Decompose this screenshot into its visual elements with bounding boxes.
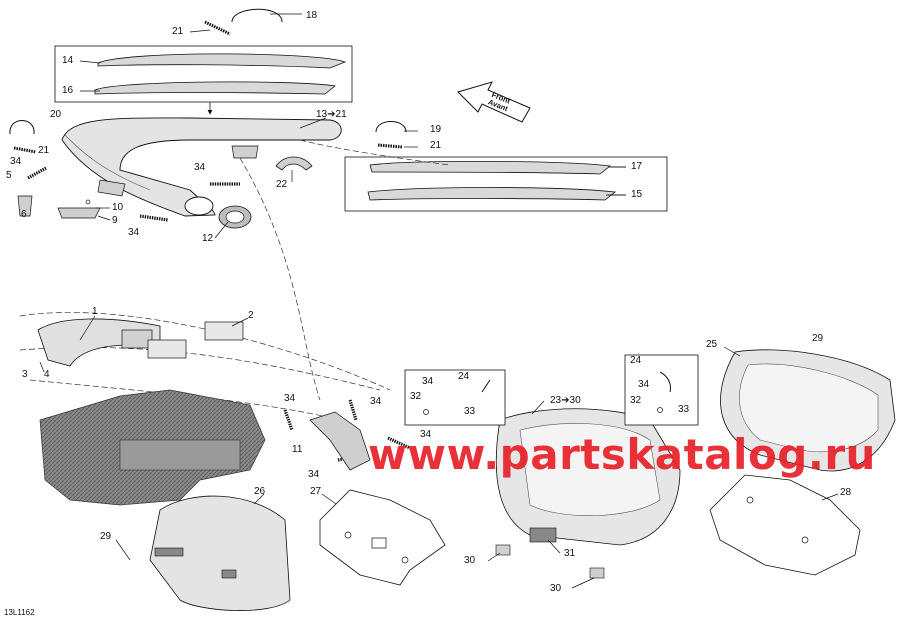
callout-28: 28	[840, 487, 852, 498]
ring-clamp-19	[375, 121, 407, 149]
muffler-housing-23	[495, 408, 681, 579]
callout-34: 34	[128, 227, 140, 238]
callout-10: 10	[112, 202, 124, 213]
callout-34: 34	[10, 156, 22, 167]
heat-shield-28	[709, 474, 861, 576]
spring-21-top	[189, 20, 231, 36]
callout-21: 21	[430, 140, 442, 151]
callout-21: 21	[38, 145, 50, 156]
callout-33: 33	[678, 404, 690, 415]
heat-shield-box-15-17	[344, 156, 668, 212]
callout-34: 34	[638, 379, 650, 390]
callout-21: 21	[172, 26, 184, 37]
callout-20: 20	[50, 109, 62, 120]
callout-3: 3	[22, 369, 28, 380]
callout-24: 24	[458, 371, 470, 382]
callout-24: 24	[630, 355, 642, 366]
heat-shield-box-14-16	[54, 45, 353, 115]
callout-27: 27	[310, 486, 322, 497]
pipe-section-11	[309, 411, 371, 471]
callout-15: 15	[631, 189, 643, 200]
callout-6: 6	[21, 209, 27, 220]
callout-32: 32	[410, 391, 422, 402]
callout-34: 34	[284, 393, 296, 404]
callout-4: 4	[44, 369, 50, 380]
callout-12: 12	[202, 233, 214, 244]
engine-block	[39, 389, 266, 506]
callout-14: 14	[62, 55, 74, 66]
callout-2: 2	[248, 310, 254, 321]
front-direction-arrow	[457, 81, 531, 123]
detail-box-left	[404, 369, 506, 426]
callout-13-21: 13➔21	[316, 109, 347, 120]
callout-31: 31	[564, 548, 576, 559]
exhaust-muffler-13	[61, 117, 342, 217]
routing-dashed-lines	[19, 139, 451, 421]
callout-25: 25	[706, 339, 718, 350]
callout-18: 18	[306, 10, 318, 21]
callout-16: 16	[62, 85, 74, 96]
leader-lines	[39, 117, 839, 589]
detail-box-right	[624, 354, 699, 426]
callout-34: 34	[370, 396, 382, 407]
callout-30: 30	[464, 555, 476, 566]
callout-9: 9	[112, 215, 118, 226]
watermark-text: www.partskatalog.ru	[368, 430, 876, 479]
callout-34: 34	[308, 469, 320, 480]
callout-1: 1	[92, 306, 98, 317]
callout-17: 17	[631, 161, 643, 172]
callout-29: 29	[812, 333, 824, 344]
callout-34: 34	[420, 429, 432, 440]
gasket-12	[218, 205, 252, 229]
bracket-hardware	[17, 195, 101, 219]
callout-26: 26	[254, 486, 266, 497]
callout-5: 5	[6, 170, 12, 181]
exhaust-manifold-1	[37, 318, 244, 367]
callout-22: 22	[276, 179, 288, 190]
ring-clamp-18	[231, 8, 302, 23]
callout-11: 11	[292, 444, 303, 455]
clamp-22	[275, 156, 313, 171]
callout-30: 30	[550, 583, 562, 594]
callout-19: 19	[430, 124, 442, 135]
ring-clamp-20	[9, 120, 37, 154]
callout-34: 34	[422, 376, 434, 387]
drawing-code: 13L1162	[4, 608, 35, 617]
callout-29: 29	[100, 531, 112, 542]
callout-33: 33	[464, 406, 476, 417]
heat-shield-27	[319, 489, 446, 586]
callout-32: 32	[630, 395, 642, 406]
callout-34: 34	[194, 162, 206, 173]
rear-cover-25	[720, 349, 896, 472]
callout-23-30: 23➔30	[550, 395, 581, 406]
side-cover-26	[149, 495, 291, 611]
